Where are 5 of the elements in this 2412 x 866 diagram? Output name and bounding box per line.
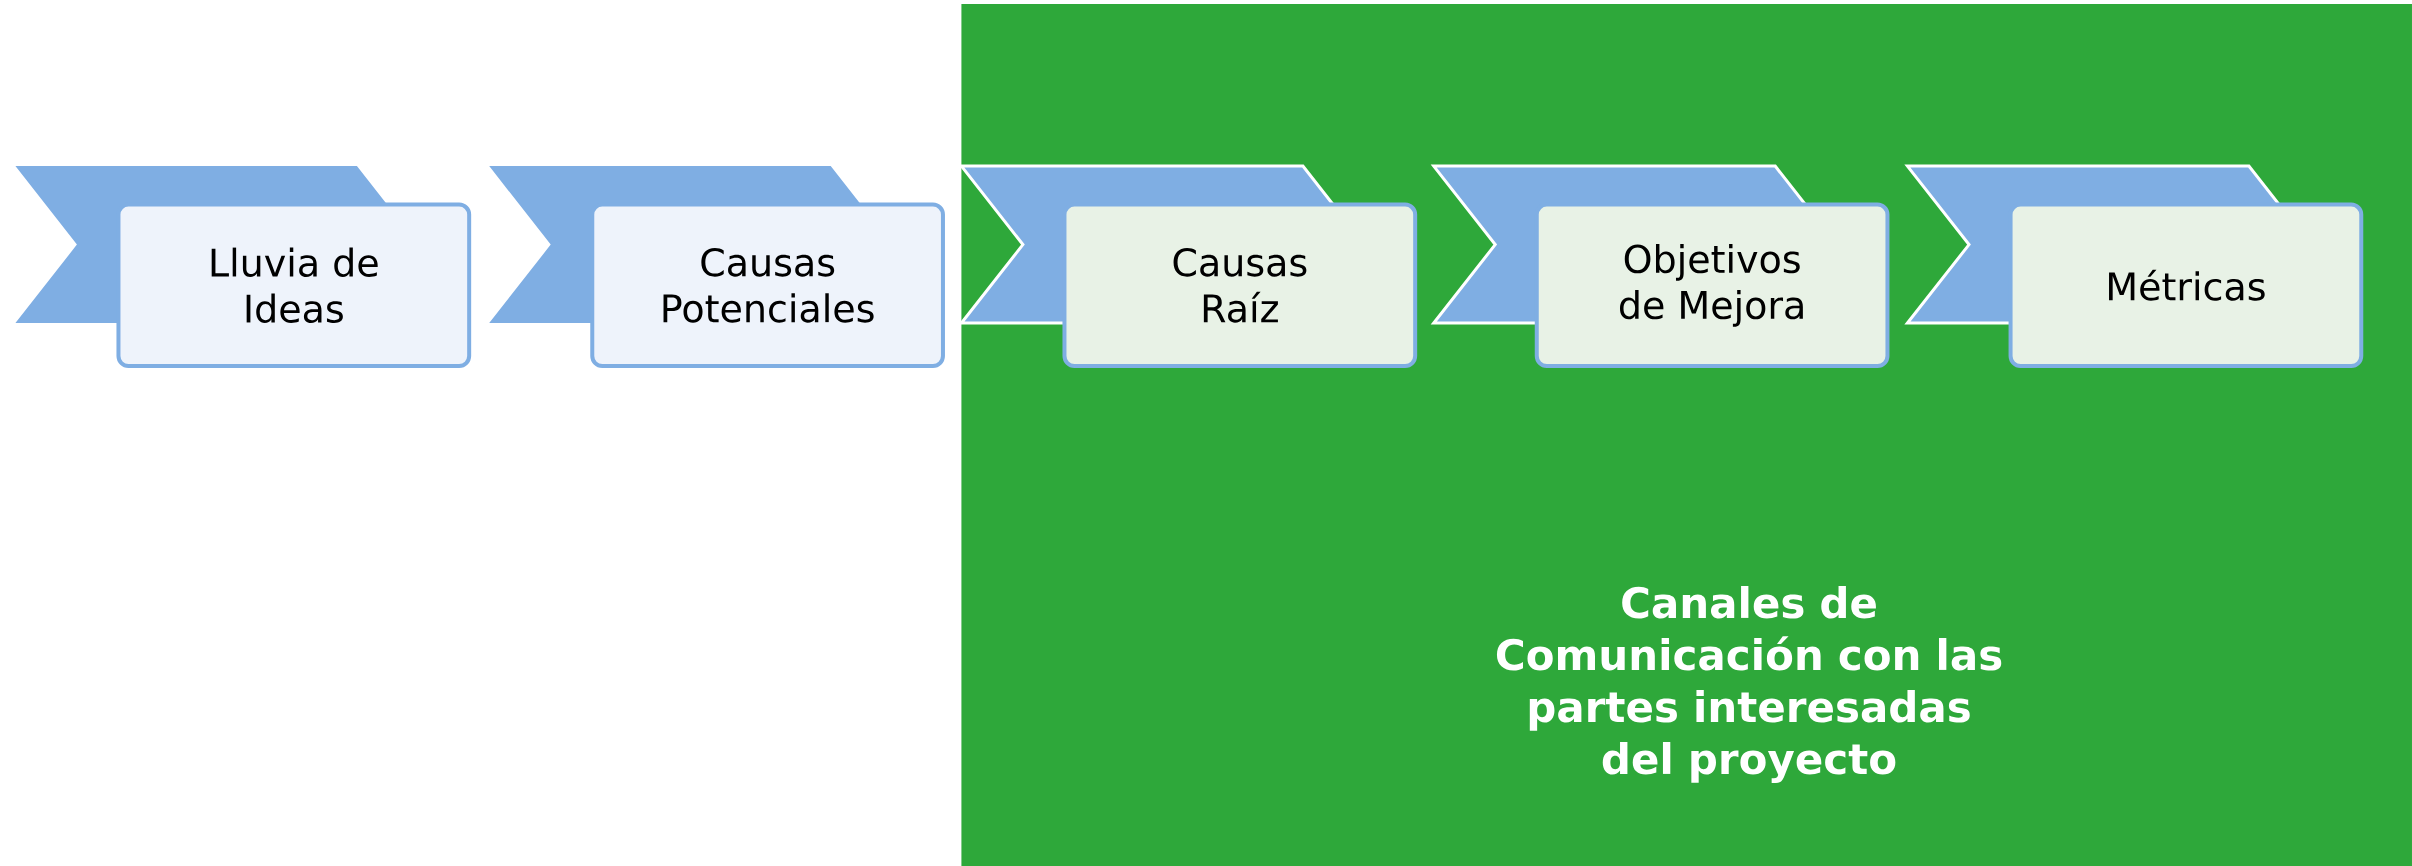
step-drawing: Objetivos de Mejora: [1430, 164, 1890, 369]
step-drawing: Lluvia de Ideas: [15, 166, 472, 369]
step-drawing: Causas Raíz: [958, 164, 1418, 369]
step-drawing: Métricas: [1904, 164, 2364, 369]
step-drawing: Causas Potenciales: [489, 166, 945, 369]
